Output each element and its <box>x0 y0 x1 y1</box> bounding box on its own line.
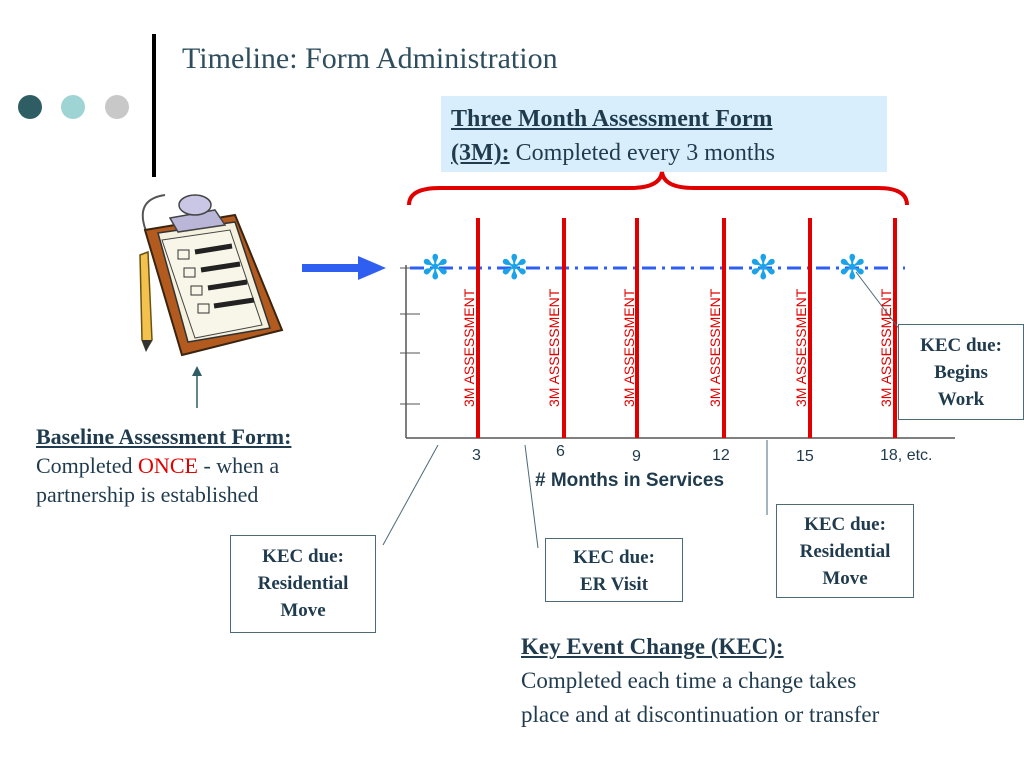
kec-definition: Key Event Change (KEC): Completed each t… <box>521 630 921 732</box>
decor-dot-gray <box>105 95 129 119</box>
kec-star-icon: ✻ <box>421 248 450 288</box>
baseline-text: Completed <box>36 453 139 478</box>
page-title: Timeline: Form Administration <box>182 42 558 75</box>
three-month-brace <box>407 171 909 206</box>
three-month-abbrev: (3M): <box>451 140 510 166</box>
assessment-label: 3M ASSESSMENT <box>461 288 477 407</box>
clipboard-icon <box>139 194 284 357</box>
three-month-desc: Completed every 3 months <box>509 140 775 166</box>
x-tick-label: 15 <box>796 448 814 465</box>
kec-box-line: KEC due: <box>804 514 886 535</box>
kec-star-icon: ✻ <box>838 248 867 288</box>
kec-box-begins-work: KEC due: Begins Work <box>898 324 1024 420</box>
three-month-form-box: Three Month Assessment Form (3M): Comple… <box>441 96 887 172</box>
assessment-label: 3M ASSESSMENT <box>793 288 809 407</box>
kec-box-line: KEC due: <box>920 335 1002 356</box>
timeline-arrow-icon <box>302 256 386 280</box>
x-tick-label: 6 <box>556 443 565 460</box>
kec-box-line: KEC due: <box>262 546 344 567</box>
kec-box-line: Residential <box>257 573 349 594</box>
x-tick-label: 3 <box>472 447 481 464</box>
kec-box-line: ER Visit <box>579 574 649 595</box>
assessment-label: 3M ASSESSMENT <box>707 288 723 407</box>
baseline-text: - when a <box>197 453 280 478</box>
baseline-once: ONCE <box>138 453 198 478</box>
decor-dot-dark <box>18 95 42 119</box>
kec-box-residential-move-2: KEC due: Residential Move <box>776 504 914 598</box>
kec-box-line: Residential <box>799 541 891 562</box>
three-month-heading: Three Month Assessment Form <box>451 106 773 132</box>
kec-heading: Key Event Change (KEC): <box>521 634 784 659</box>
x-tick-label: 18, etc. <box>880 447 933 464</box>
baseline-heading: Baseline Assessment Form: <box>36 424 292 449</box>
kec-box-line: Begins <box>934 362 988 383</box>
x-tick-label: 9 <box>632 448 641 465</box>
baseline-text-line2: partnership is established <box>36 482 259 507</box>
assessment-lines <box>476 218 897 438</box>
assessment-label: 3M ASSESSMENT <box>546 288 562 407</box>
kec-box-er-visit: KEC due: ER Visit <box>545 538 683 602</box>
x-axis-label: # Months in Services <box>535 470 725 491</box>
kec-box-line: KEC due: <box>573 547 655 568</box>
assessment-label: 3M ASSESSMENT <box>878 288 894 407</box>
kec-box-line: Work <box>937 389 985 410</box>
kec-box-line: Move <box>280 600 326 621</box>
kec-star-icon: ✻ <box>749 248 778 288</box>
assessment-label: 3M ASSESSMENT <box>621 288 637 407</box>
callout-line-work <box>855 271 901 331</box>
kec-definition-text: Completed each time a change takes place… <box>521 668 880 727</box>
baseline-form-description: Baseline Assessment Form: Completed ONCE… <box>36 422 376 509</box>
x-tick-label: 12 <box>712 447 730 464</box>
title-divider <box>152 34 156 177</box>
callout-line-er <box>524 444 539 549</box>
callout-line-baseline-move <box>382 444 439 546</box>
kec-box-residential-move-1: KEC due: Residential Move <box>230 535 376 633</box>
kec-star-icon: ✻ <box>500 248 529 288</box>
kec-box-line: Move <box>822 568 868 589</box>
decor-dot-teal <box>61 95 85 119</box>
